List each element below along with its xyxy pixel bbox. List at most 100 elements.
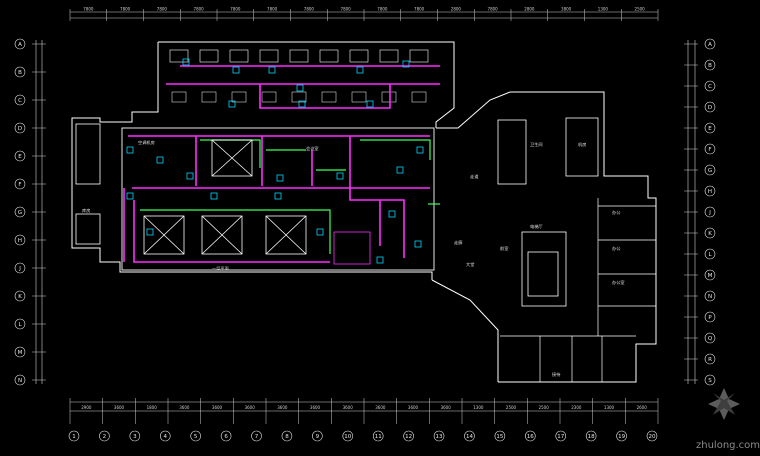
- bottom-dimension-value: 1300: [604, 405, 615, 410]
- diffuser: [126, 192, 134, 200]
- axis-bubble-label: E: [708, 126, 712, 132]
- stair-west: [75, 123, 101, 185]
- axis-bubble: [14, 66, 26, 78]
- fan-coil-room: [409, 49, 429, 63]
- axis-bubble: [555, 430, 567, 442]
- axis-bubble-label: F: [18, 182, 21, 188]
- axis-bubble: [704, 311, 716, 323]
- axis-bubble-label: 18: [588, 434, 595, 440]
- top-dimension-value: 2800: [524, 7, 535, 12]
- diffuser: [366, 100, 374, 108]
- axis-bubble: [704, 38, 716, 50]
- axis-bubble: [99, 430, 110, 442]
- bottom-dimension-value: 3600: [245, 405, 256, 410]
- axis-bubble-label: 11: [375, 434, 382, 440]
- axis-bubble-label: M: [708, 273, 713, 279]
- room-label: 办公室: [612, 279, 625, 286]
- shaft-east: [565, 117, 599, 177]
- axis-bubble-label: E: [18, 154, 22, 160]
- diffuser: [268, 66, 276, 74]
- axis-bubble-label: A: [708, 42, 712, 48]
- axis-bubble: [129, 430, 141, 442]
- axis-bubble: [14, 346, 26, 358]
- axis-bubble: [14, 374, 26, 386]
- axis-bubble: [14, 262, 26, 274]
- axis-bubble-label: 8: [285, 434, 289, 440]
- link-wall-south: [431, 279, 499, 382]
- diffuser: [396, 166, 404, 174]
- room-label: 接待: [552, 371, 561, 378]
- axis-bubble-label: 6: [224, 434, 228, 440]
- top-dimension-value: 7800: [304, 7, 315, 12]
- axis-bubble: [704, 374, 716, 386]
- axis-bubble-label: 5: [194, 434, 198, 440]
- bottom-dimension-value: 2500: [539, 405, 550, 410]
- axis-bubble-label: 3: [133, 434, 137, 440]
- axis-bubble-label: S: [708, 378, 712, 384]
- top-dimension-value: 3800: [561, 7, 572, 12]
- fan-coil-room: [229, 49, 249, 63]
- axis-bubble-label: 17: [557, 434, 564, 440]
- axis-bubble: [616, 430, 627, 442]
- top-dimension-value: 7800: [377, 7, 388, 12]
- bottom-dimension-value: 3600: [114, 405, 125, 410]
- bottom-dimension-value: 3600: [277, 405, 288, 410]
- diffuser: [210, 192, 218, 200]
- axis-bubble-label: 13: [436, 434, 443, 440]
- watermark: zhulong.com: [696, 388, 760, 451]
- axis-bubble-label: 2: [103, 434, 107, 440]
- axis-bubble: [704, 122, 716, 134]
- diffuser: [316, 228, 324, 236]
- axis-bubble: [312, 430, 323, 442]
- bottom-dimension-value: 3600: [179, 405, 190, 410]
- axis-bubble-label: J: [18, 266, 21, 272]
- top-dimension-value: 7800: [194, 7, 205, 12]
- north-wing-rooms: [169, 49, 429, 103]
- axis-bubble-label: 19: [618, 434, 625, 440]
- axis-bubble: [251, 430, 262, 442]
- axis-bubble: [14, 206, 26, 218]
- building-walls: [71, 41, 657, 383]
- axis-bubble: [704, 248, 716, 260]
- top-dimension-value: 2500: [635, 7, 646, 12]
- room-label: 卫生间: [530, 141, 543, 148]
- axis-bubble: [704, 164, 716, 176]
- fan-coil-room: [169, 49, 189, 63]
- axis-bubble: [14, 38, 26, 50]
- room-label: 走道: [470, 173, 479, 180]
- axis-bubble-label: K: [18, 294, 22, 300]
- axis-bubble: [14, 94, 26, 106]
- axis-bubble-label: 16: [527, 434, 534, 440]
- diffuser: [388, 210, 396, 218]
- axis-bubble-label: F: [708, 147, 711, 153]
- axis-bubble-label: C: [18, 98, 22, 104]
- stair-east-north: [497, 119, 527, 185]
- bottom-dimension-value: 3600: [441, 405, 452, 410]
- axis-bubble-label: 20: [649, 434, 656, 440]
- diffuser: [276, 174, 284, 182]
- axis-bubble: [14, 234, 26, 246]
- top-dimension-value: 2800: [451, 7, 462, 12]
- axis-bubble-label: L: [708, 252, 712, 258]
- fan-coil-room: [171, 91, 187, 103]
- diffuser: [402, 60, 410, 68]
- axis-bubble-label: H: [18, 238, 22, 244]
- storage-west: [75, 213, 101, 245]
- north-wing-wall: [158, 41, 455, 128]
- axis-bubble: [464, 430, 475, 442]
- axis-bubble-label: L: [18, 322, 22, 328]
- fan-coil-room: [411, 91, 427, 103]
- axis-bubble: [342, 430, 354, 442]
- top-dimension-value: 7800: [488, 7, 499, 12]
- fan-coil-room: [231, 91, 247, 103]
- axis-bubble-label: H: [708, 189, 712, 195]
- axis-bubble: [403, 430, 414, 442]
- axis-bubble: [704, 101, 716, 113]
- axis-bubble-label: R: [708, 357, 712, 363]
- top-dimension-value: 7800: [341, 7, 352, 12]
- bottom-dimension-value: 2900: [81, 405, 92, 410]
- axis-bubble-label: M: [18, 350, 23, 356]
